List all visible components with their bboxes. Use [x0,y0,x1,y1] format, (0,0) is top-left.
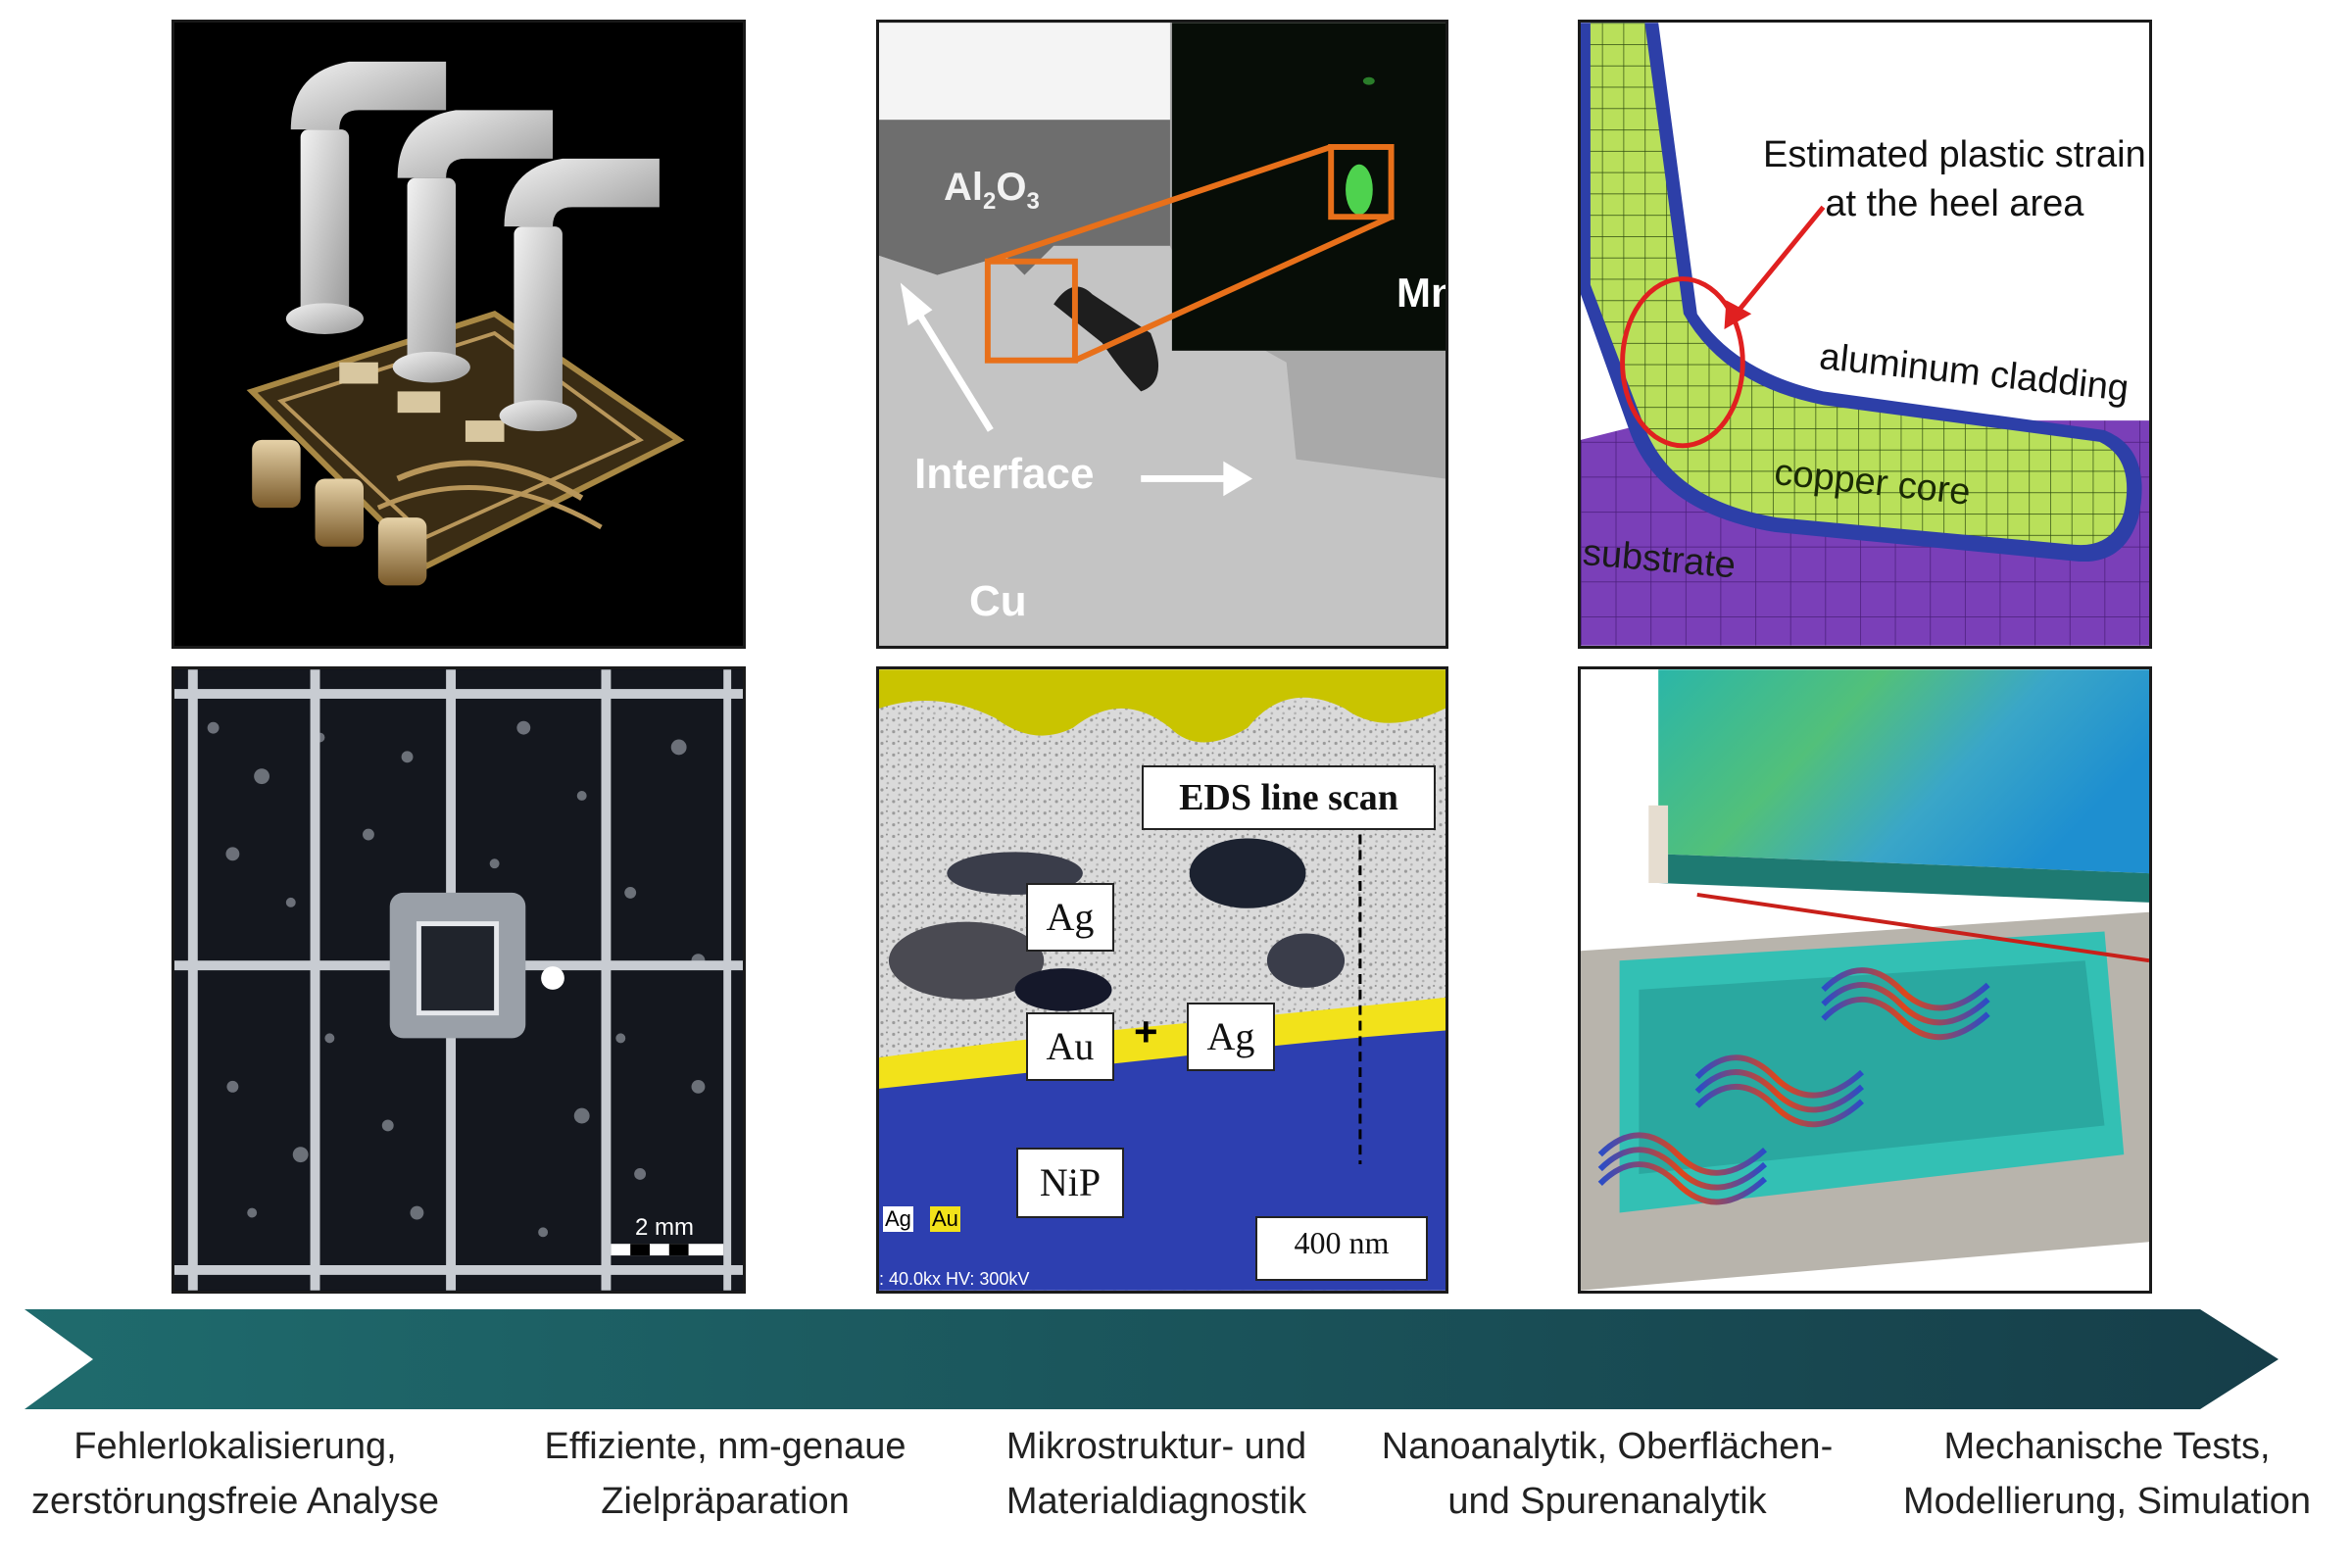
stage-4-line1: Nanoanalytik, Oberflächen- [1381,1426,1834,1467]
xray-image: 2 mm [172,666,746,1294]
stage-2-line1: Effiziente, nm-genaue [544,1426,906,1467]
power-module-simulation-illustration [1581,669,2149,1291]
legend-ag: Ag [883,1206,913,1232]
stage-1-line2: zerstörungsfreie Analyse [30,1481,440,1522]
legend-au: Au [930,1206,960,1232]
stage-2-line2: Zielpräparation [601,1481,850,1522]
xray-illustration [174,669,743,1291]
phase-au-label: Au [1026,1012,1114,1081]
al2o3-label: Al2O3 [944,166,1040,215]
stage-microstructure-diagnostics: Mikrostruktur- und Materialdiagnostik [941,1419,1372,1529]
plastic-strain-line1: Estimated plastic strain [1763,134,2146,175]
plastic-strain-annotation: Estimated plastic strain at the heel are… [1763,130,2146,228]
stage-mechanical-tests: Mechanische Tests, Modellierung, Simulat… [1882,1419,2332,1529]
ct-render-image [172,20,746,649]
wire-bond-model-image: Estimated plastic strain at the heel are… [1578,20,2152,649]
eds-line-scan-label: EDS line scan [1142,765,1436,830]
tem-interface-image: Al2O3 Interface Cu Mn [876,20,1448,649]
ct-render-illustration [246,61,685,586]
phase-ag-label: Ag [1026,883,1114,952]
mn-label: Mn [1396,270,1446,316]
phase-nip-label: NiP [1016,1148,1124,1218]
interface-label: Interface [914,450,1095,498]
cu-label: Cu [969,577,1027,625]
stage-nanoanalytics: Nanoanalytik, Oberflächen- und Spurenana… [1352,1419,1862,1529]
eds-footer: : 40.0kx HV: 300kV [879,1269,1030,1289]
stage-1-line1: Fehlerlokalisierung, [74,1426,397,1467]
wire-bond-model-illustration [1581,23,2149,646]
stage-5-line2: Modellierung, Simulation [1902,1481,2312,1522]
stage-target-preparation: Effiziente, nm-genaue Zielpräparation [510,1419,941,1529]
eds-crosssection-illustration [879,669,1446,1291]
stage-5-line1: Mechanische Tests, [1943,1426,2271,1467]
stage-fault-localization: Fehlerlokalisierung, zerstörungsfreie An… [20,1419,451,1529]
stage-4-line2: und Spurenanalytik [1447,1481,1767,1522]
stage-3-line1: Mikrostruktur- und [1005,1426,1307,1467]
phase-ag-right-label: Ag [1187,1003,1275,1071]
xray-scale-label: 2 mm [635,1214,694,1241]
eds-scale-label: 400 nm [1255,1216,1428,1281]
power-module-simulation-image [1578,666,2152,1294]
tem-interface-illustration [879,23,1446,646]
process-arrow [24,1309,2278,1409]
plastic-strain-line2: at the heel area [1825,183,2084,224]
eds-crosssection-image: EDS line scan Ag Au + Ag NiP Ag Au 400 n… [876,666,1448,1294]
stage-3-line2: Materialdiagnostik [1005,1481,1307,1522]
plus-sign: + [1134,1008,1158,1054]
